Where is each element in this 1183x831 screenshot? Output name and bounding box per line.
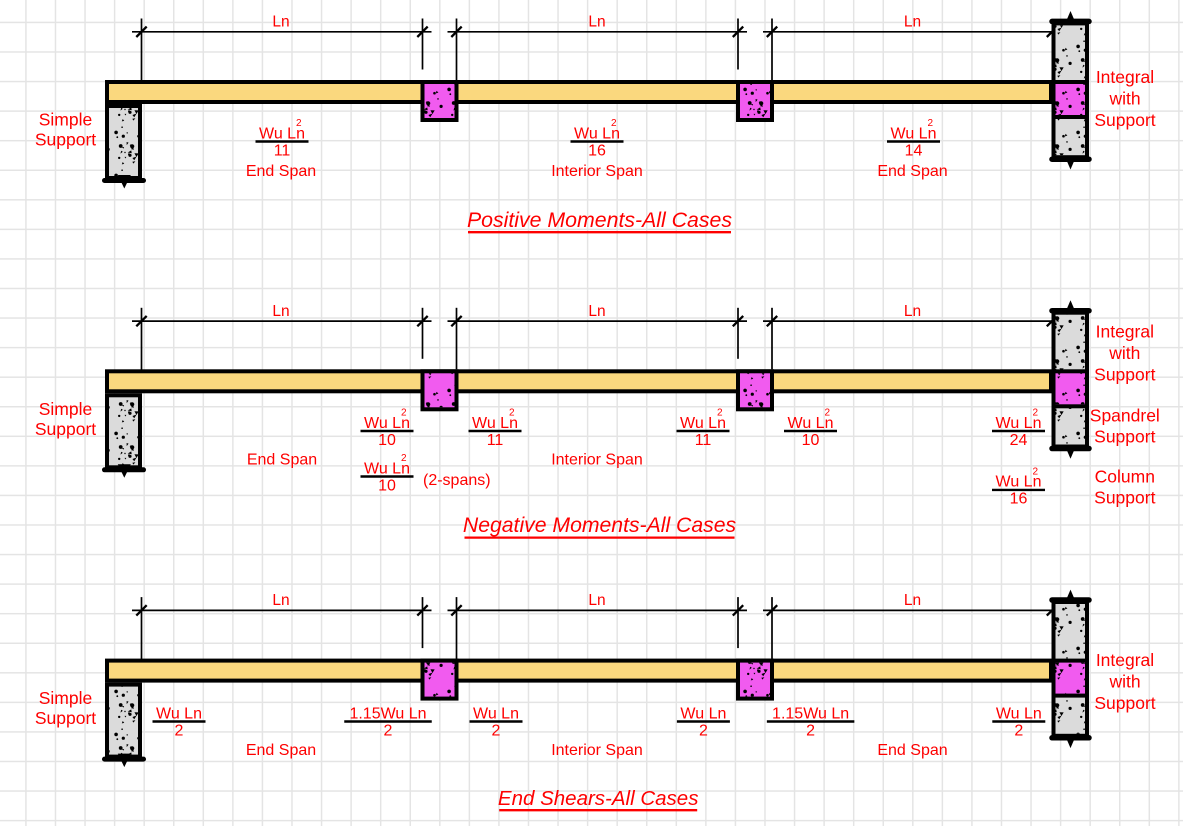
svg-text:Support: Support — [1094, 110, 1155, 130]
svg-text:Support: Support — [1094, 427, 1155, 447]
svg-text:2: 2 — [296, 118, 302, 129]
svg-text:Wu Ln: Wu Ln — [996, 415, 1042, 432]
svg-text:with: with — [1108, 89, 1140, 109]
svg-text:Simple: Simple — [39, 110, 93, 130]
svg-text:Wu Ln: Wu Ln — [259, 125, 305, 142]
svg-text:Wu Ln: Wu Ln — [156, 705, 202, 722]
svg-text:Interior Span: Interior Span — [551, 742, 643, 759]
svg-text:Support: Support — [35, 130, 96, 150]
svg-text:2: 2 — [509, 408, 515, 419]
svg-text:Integral: Integral — [1096, 322, 1154, 342]
svg-text:11: 11 — [274, 142, 291, 159]
svg-text:14: 14 — [905, 142, 923, 159]
svg-text:11: 11 — [695, 432, 712, 449]
svg-text:2: 2 — [927, 118, 933, 129]
svg-text:End Span: End Span — [877, 163, 947, 180]
svg-text:Wu Ln: Wu Ln — [891, 125, 937, 142]
svg-text:Wu Ln: Wu Ln — [680, 705, 726, 722]
svg-text:Ln: Ln — [588, 14, 605, 31]
svg-text:2: 2 — [401, 453, 407, 464]
svg-text:2: 2 — [1032, 466, 1038, 477]
svg-text:Ln: Ln — [588, 303, 605, 320]
svg-text:Ln: Ln — [588, 592, 605, 609]
svg-text:2: 2 — [1032, 408, 1038, 419]
svg-text:Interior Span: Interior Span — [551, 452, 643, 469]
svg-text:Support: Support — [1094, 488, 1155, 508]
svg-text:Column: Column — [1095, 467, 1155, 487]
svg-text:2: 2 — [611, 118, 617, 129]
svg-text:with: with — [1108, 672, 1140, 692]
svg-text:2: 2 — [699, 722, 708, 739]
svg-text:Ln: Ln — [272, 592, 289, 609]
svg-text:Wu Ln: Wu Ln — [996, 474, 1042, 491]
svg-text:2: 2 — [717, 408, 723, 419]
svg-text:Simple: Simple — [39, 688, 93, 708]
svg-text:(2-spans): (2-spans) — [423, 472, 491, 489]
svg-text:2: 2 — [492, 722, 501, 739]
svg-text:Wu Ln: Wu Ln — [680, 415, 726, 432]
svg-text:End Span: End Span — [247, 452, 317, 469]
svg-text:Wu Ln: Wu Ln — [473, 705, 519, 722]
svg-text:10: 10 — [378, 477, 396, 494]
svg-text:16: 16 — [588, 142, 606, 159]
svg-text:End Span: End Span — [877, 742, 947, 759]
svg-text:Integral: Integral — [1096, 650, 1154, 670]
svg-text:End Span: End Span — [246, 163, 316, 180]
svg-text:2: 2 — [384, 722, 393, 739]
svg-text:End Shears-All Cases: End Shears-All Cases — [498, 787, 699, 810]
svg-text:Support: Support — [35, 708, 96, 728]
svg-text:2: 2 — [806, 722, 815, 739]
svg-text:Ln: Ln — [272, 303, 289, 320]
svg-text:Wu Ln: Wu Ln — [996, 705, 1042, 722]
svg-text:Ln: Ln — [904, 14, 921, 31]
svg-text:Ln: Ln — [272, 14, 289, 31]
svg-text:End Span: End Span — [246, 742, 316, 759]
svg-text:1.15Wu Ln: 1.15Wu Ln — [772, 705, 849, 722]
svg-text:Ln: Ln — [904, 592, 921, 609]
svg-text:Positive Moments-All Cases: Positive Moments-All Cases — [467, 208, 732, 232]
svg-text:Wu Ln: Wu Ln — [574, 125, 620, 142]
svg-text:11: 11 — [487, 432, 504, 449]
svg-text:Support: Support — [35, 419, 96, 439]
svg-text:Wu Ln: Wu Ln — [472, 415, 518, 432]
svg-text:Simple: Simple — [39, 399, 93, 419]
svg-text:Support: Support — [1094, 693, 1155, 713]
svg-text:Integral: Integral — [1096, 67, 1154, 87]
svg-text:with: with — [1108, 343, 1140, 363]
svg-text:Wu Ln: Wu Ln — [364, 415, 410, 432]
svg-text:1.15Wu Ln: 1.15Wu Ln — [349, 705, 426, 722]
svg-text:Interior Span: Interior Span — [551, 163, 643, 180]
svg-text:Support: Support — [1094, 365, 1155, 385]
svg-text:2: 2 — [1014, 722, 1023, 739]
svg-text:Ln: Ln — [904, 303, 921, 320]
svg-text:2: 2 — [175, 722, 184, 739]
svg-text:10: 10 — [802, 432, 820, 449]
svg-text:2: 2 — [824, 408, 830, 419]
svg-text:10: 10 — [378, 432, 396, 449]
svg-text:Spandrel: Spandrel — [1090, 406, 1160, 426]
svg-text:24: 24 — [1010, 432, 1028, 449]
svg-text:16: 16 — [1010, 491, 1028, 508]
svg-text:2: 2 — [401, 408, 407, 419]
svg-text:Negative Moments-All Cases: Negative Moments-All Cases — [463, 514, 737, 537]
svg-text:Wu Ln: Wu Ln — [364, 460, 410, 477]
svg-text:Wu Ln: Wu Ln — [788, 415, 834, 432]
